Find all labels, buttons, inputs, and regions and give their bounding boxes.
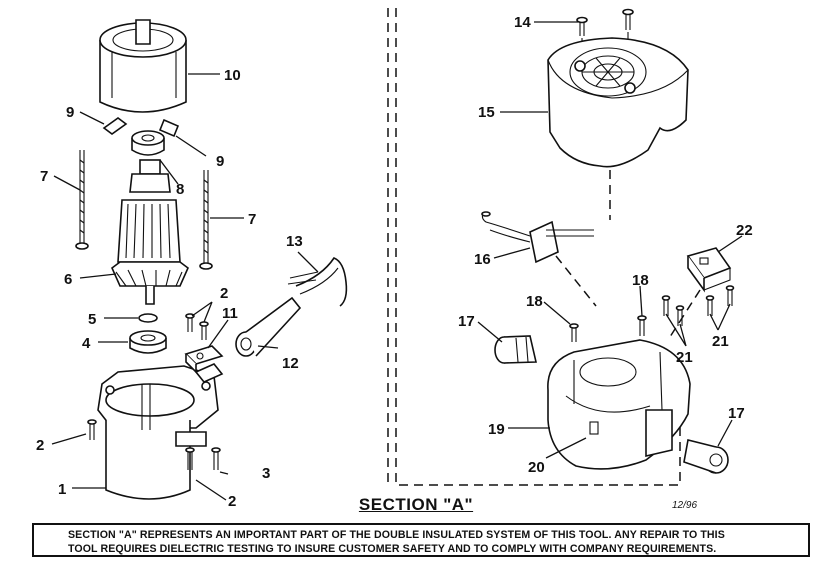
- label-part-4: 4: [82, 335, 91, 352]
- part-13-power-cord: [287, 257, 348, 307]
- part-22-switch-module: [686, 247, 732, 293]
- label-part-15: 15: [478, 104, 495, 121]
- label-part-13: 13: [286, 233, 303, 250]
- label-part-17b: 17: [728, 405, 745, 422]
- label-part-18b: 18: [632, 272, 649, 289]
- part-11-cord-clamp: [184, 345, 224, 374]
- part-12-strain-relief: [235, 296, 302, 357]
- part-16-switch: [481, 211, 594, 264]
- part-1-motor-housing: [97, 363, 224, 500]
- label-part-18a: 18: [526, 293, 543, 310]
- leader-lines: [51, 21, 743, 501]
- label-part-7b: 7: [248, 211, 256, 228]
- label-part-7a: 7: [40, 168, 48, 185]
- part-5-washer: [138, 313, 158, 323]
- label-part-8: 8: [176, 181, 184, 198]
- label-part-2b: 2: [36, 437, 44, 454]
- label-part-20: 20: [528, 459, 545, 476]
- part-10-fan-baffle: [99, 19, 187, 113]
- notice-line-1: SECTION "A" REPRESENTS AN IMPORTANT PART…: [68, 529, 725, 541]
- label-part-6: 6: [64, 271, 72, 288]
- label-part-10: 10: [224, 67, 241, 84]
- part-4-bearing: [129, 330, 167, 354]
- label-part-22: 22: [736, 222, 753, 239]
- label-part-1: 1: [58, 481, 66, 498]
- label-part-5: 5: [88, 311, 96, 328]
- part-8-bearing: [131, 130, 165, 156]
- label-part-17a: 17: [458, 313, 475, 330]
- label-part-12: 12: [282, 355, 299, 372]
- part-17-cord-guards: [494, 335, 729, 474]
- date-stamp: 12/96: [672, 500, 698, 511]
- part-6-armature: [111, 159, 189, 305]
- label-part-2c: 2: [228, 493, 236, 510]
- part-18-screws: [569, 315, 647, 342]
- label-part-11: 11: [222, 305, 238, 322]
- part-15-end-cap: [547, 37, 689, 168]
- dielectric-notice-box: SECTION "A" REPRESENTS AN IMPORTANT PART…: [32, 523, 810, 557]
- part-9-brush-clips: [102, 117, 180, 138]
- label-part-21a: 21: [676, 349, 693, 366]
- part-19-switch-housing: [547, 339, 691, 470]
- part-7-through-bolts: [75, 150, 213, 270]
- label-part-2a: 2: [220, 285, 228, 302]
- label-part-3: 3: [262, 465, 270, 482]
- label-part-14: 14: [514, 14, 531, 31]
- part-number-labels: 10 9 9 8 7 7 6 5 4 2 11 12 13 2 1 3 2 14…: [36, 14, 753, 510]
- label-part-9a: 9: [66, 104, 74, 121]
- part-2-screws: [87, 313, 209, 470]
- section-a-boundary: [387, 8, 681, 486]
- label-part-21b: 21: [712, 333, 729, 350]
- label-part-16: 16: [474, 251, 491, 268]
- label-part-19: 19: [488, 421, 505, 438]
- part-21-screws: [661, 285, 735, 326]
- part-3-screw: [211, 447, 221, 470]
- notice-line-2: TOOL REQUIRES DIELECTRIC TESTING TO INSU…: [68, 543, 717, 555]
- label-part-9b: 9: [216, 153, 224, 170]
- section-title: SECTION "A": [358, 495, 474, 514]
